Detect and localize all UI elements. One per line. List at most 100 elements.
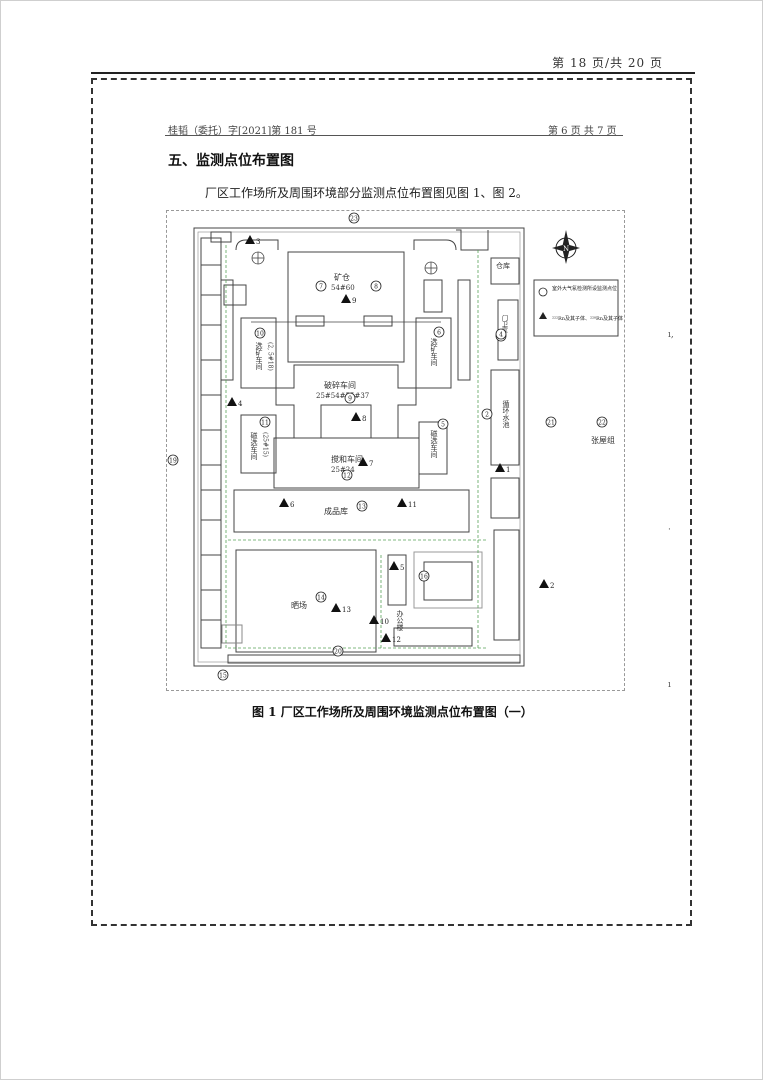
monitoring-point-label: 13 [342,606,351,614]
label-left-workshop: 选矿车间 [255,341,263,371]
label-crusher-pts: 25#54#55#37 [316,392,369,400]
air-radon-point-circle [545,416,557,428]
air-radon-point-label: 14 [317,595,325,602]
monitoring-point-label: 4 [238,400,243,408]
inner-page-number: 第 6 页 共 7 页 [548,126,617,137]
plant-boundary [193,227,525,667]
air-radon-point-circle [254,327,266,339]
air-radon-point-circle [344,392,356,404]
label-gate-house: 门卫室 [501,314,508,333]
scanned-page-frame [91,78,692,926]
air-radon-point-label: 4 [499,332,503,339]
monitoring-point-triangle [539,579,549,588]
drying-yard [235,549,377,653]
section-title: 五、监测点位布置图 [168,153,294,169]
monitoring-point-label: 11 [408,501,417,509]
scan-mark: ı [668,680,671,690]
air-radon-point-label: 20 [334,649,342,656]
monitoring-point-label: 2 [550,582,554,590]
air-radon-point-circle [370,280,382,292]
label-recycle-pool: 循环水池 [502,399,510,428]
monitoring-point-triangle [389,561,399,570]
air-radon-point-label: 11 [261,420,269,427]
circle-points-layer: 23456789101112131415161920212223 [167,212,608,681]
air-radon-point-label: 8 [374,284,378,291]
magnetic-building [240,414,277,474]
legend-triangle-label: ²²²Rn及其子体、²²⁰Rn及其子体 [552,315,623,322]
air-radon-point-label: 19 [169,458,177,465]
air-radon-point-label: 22 [598,420,606,427]
air-radon-point-label: 21 [547,420,555,427]
label-right-workshop: 选矿车间 [430,337,438,367]
air-radon-point-label: 5 [441,422,445,429]
monitoring-point-triangle [358,457,368,466]
north-arrow: N [552,230,580,264]
air-radon-point-label: 10 [256,331,264,338]
monitoring-point-triangle [341,294,351,303]
air-radon-point-label: 15 [219,673,227,680]
label-left-workshop-pts: (2, 5#18) [267,342,274,371]
monitoring-point-label: 6 [290,501,295,509]
monitoring-point-label: 3 [256,238,260,246]
monitoring-point-label: 5 [400,564,404,572]
air-radon-point-circle [418,570,430,582]
ore-bin-building [287,251,405,363]
monitoring-point-label: 1 [506,466,510,474]
air-radon-point-label: 23 [350,216,358,223]
north-label: N [563,245,569,253]
monitoring-point-triangle [381,633,391,642]
air-radon-point-circle [433,326,445,338]
monitoring-point-label: 10 [380,618,389,626]
air-radon-point-label: 12 [343,473,351,480]
label-mixing: 搅和车间 [331,454,363,464]
monitoring-point-triangle [351,412,361,421]
label-ore-bin: 矿仓 [334,272,350,282]
air-radon-point-label: 16 [420,574,428,581]
air-radon-point-circle [356,500,368,512]
outer-page-number: 第 18 页/共 20 页 [552,56,663,70]
intro-paragraph: 厂区工作场所及周围环境部分监测点位布置图见图 1、图 2。 [205,186,528,200]
outer-header-rule [91,72,695,74]
air-radon-point-circle [481,408,493,420]
monitoring-point-label: 9 [352,297,356,305]
site-map: N 室外大气氡检测所设监测点位 ²²²Rn及其子体、²²⁰Rn及其子体 矿仓 5… [167,212,623,681]
monitoring-point-triangle [245,235,255,244]
monitoring-point-label: 12 [392,636,401,644]
label-office: 办公楼 [396,609,404,632]
monitoring-point-triangle [279,498,289,507]
air-radon-point-circle [315,280,327,292]
air-radon-point-circle [259,416,271,428]
air-radon-point-circle [596,416,608,428]
monitoring-point-triangle [397,498,407,507]
monitoring-point-label: 8 [362,415,366,423]
right-workshop [415,317,452,389]
air-radon-point-circle [495,328,507,340]
office-building [387,554,407,606]
air-radon-point-circle [315,591,327,603]
scan-mark: · [668,525,671,535]
legend-circle-label: 室外大气氡检测所设监测点位 [552,285,617,292]
figure-caption: 图 1 厂区工作场所及周围环境监测点位布置图（一） [252,705,533,719]
label-magnetic-pts: (25#15) [262,432,269,457]
label-mixing-pts: 25#24 [331,466,355,474]
monitoring-point-triangle [495,463,505,472]
air-radon-point-label: 13 [358,504,366,511]
air-radon-point-label: 6 [437,330,441,337]
monitoring-point-triangle [331,603,341,612]
legend-box [533,279,619,337]
monitoring-point-label: 7 [369,460,373,468]
air-radon-point-label: 9 [348,396,352,403]
air-radon-point-circle [332,645,344,657]
monitoring-point-triangle [369,615,379,624]
air-radon-point-circle [437,418,449,430]
label-magnetic: 磁选车间 [250,431,258,461]
monitoring-point-triangle [227,397,237,406]
air-radon-point-circle [348,212,360,224]
air-radon-point-label: 2 [485,412,489,419]
finished-store [233,489,470,533]
label-yard: 晒场 [291,601,307,610]
left-workshop [240,317,277,389]
label-crusher: 破碎车间 [324,380,356,390]
inner-header-rule [165,135,623,136]
